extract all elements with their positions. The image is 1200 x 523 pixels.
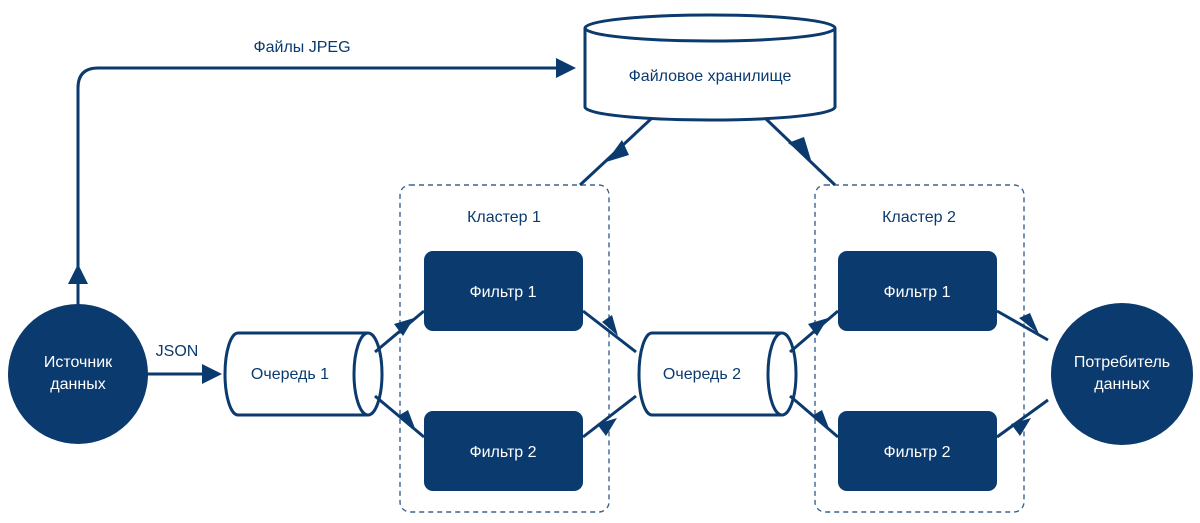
cluster-1-filter-2: Фильтр 2 xyxy=(424,411,583,491)
consumer-node: Потребитель данных xyxy=(1051,303,1193,445)
cluster-2-filter-1: Фильтр 1 xyxy=(838,251,997,331)
arrow-head-c1f1 xyxy=(394,318,414,336)
source-label-line1: Источник xyxy=(44,354,113,371)
arrow-head-q2-bottom xyxy=(597,418,617,436)
cluster-2-frame xyxy=(814,184,1025,513)
queue-1-label: Очередь 1 xyxy=(251,366,329,383)
c2-filter-1-label: Фильтр 1 xyxy=(883,284,950,301)
arrow-queue1-to-c1f1 xyxy=(374,309,425,354)
queue-1-body xyxy=(223,331,368,417)
queue-1-end xyxy=(352,331,384,417)
arrow-c2f1-to-consumer xyxy=(996,309,1049,342)
queue-1-node: Очередь 1 xyxy=(223,331,384,417)
consumer-label-line1: Потребитель xyxy=(1074,354,1170,371)
arrow-c1f1-to-queue2 xyxy=(582,309,637,354)
storage-node: Файловое хранилище xyxy=(583,13,837,122)
arrow-source-to-storage xyxy=(76,66,560,310)
arrow-head-queue1 xyxy=(202,364,222,384)
arrow-head-cluster2 xyxy=(788,137,811,160)
cluster-1-filter-1: Фильтр 1 xyxy=(424,251,583,331)
cluster-2-filter-2: Фильтр 2 xyxy=(838,411,997,491)
edge-label-jpeg: Файлы JPEG xyxy=(253,39,350,56)
arrow-head-up xyxy=(68,264,88,284)
storage-body xyxy=(583,28,837,122)
arrow-head-consumer-top xyxy=(1019,313,1039,334)
c2-filter-2-label: Фильтр 2 xyxy=(883,444,950,461)
cluster-1-frame xyxy=(399,184,610,513)
c1-filter-2-label: Фильтр 2 xyxy=(469,444,536,461)
edge-label-json: JSON xyxy=(156,343,199,360)
queue-2-end xyxy=(766,331,798,417)
queue-2-body xyxy=(637,331,782,417)
c1-filter-1-box xyxy=(424,251,583,331)
c1-filter-2-box xyxy=(424,411,583,491)
cluster-1-label: Кластер 1 xyxy=(467,209,541,226)
consumer-circle xyxy=(1051,303,1193,445)
queue-2-node: Очередь 2 xyxy=(637,331,798,417)
arrow-head-q2-top xyxy=(602,315,618,336)
storage-label: Файловое хранилище xyxy=(629,68,792,85)
source-circle xyxy=(8,304,148,444)
arrows xyxy=(68,58,1049,439)
c1-filter-1-label: Фильтр 1 xyxy=(469,284,536,301)
cluster-2-label: Кластер 2 xyxy=(882,209,956,226)
c2-filter-2-box xyxy=(838,411,997,491)
source-label-line2: данных xyxy=(50,376,105,393)
source-node: Источник данных xyxy=(8,304,148,444)
arrow-head-storage xyxy=(556,58,576,78)
arrow-c1f2-to-queue2 xyxy=(582,394,637,439)
arrow-head-c2f1 xyxy=(808,318,828,336)
queue-2-label: Очередь 2 xyxy=(663,366,741,383)
arrow-head-consumer-bottom xyxy=(1011,418,1031,436)
arrow-head-c2f2 xyxy=(812,410,830,431)
arrow-head-c1f2 xyxy=(398,410,416,431)
storage-top xyxy=(583,13,837,43)
consumer-label-line2: данных xyxy=(1094,376,1149,393)
arrow-head-cluster1 xyxy=(606,140,629,162)
arrow-c2f2-to-consumer xyxy=(996,398,1049,439)
c2-filter-1-box xyxy=(838,251,997,331)
